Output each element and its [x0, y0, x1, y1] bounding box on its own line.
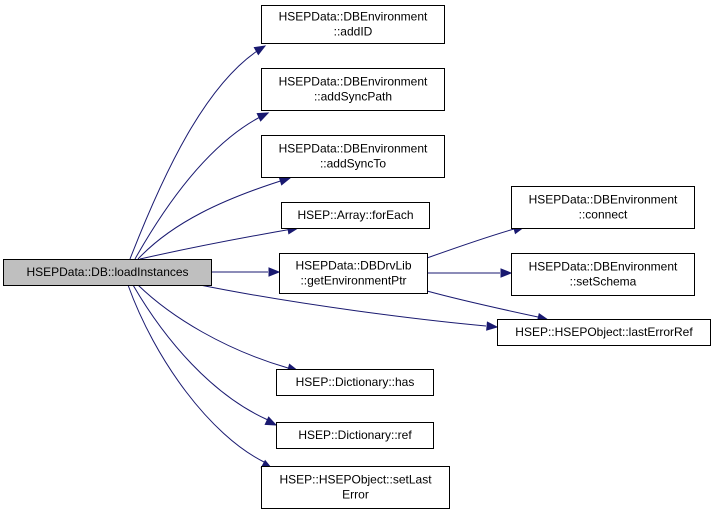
node-label: HSEPData::DBEnvironment — [529, 260, 678, 274]
edge-line — [129, 45, 266, 260]
edge-line — [137, 284, 289, 369]
node-label: ::addID — [334, 25, 373, 39]
node-label: Error — [342, 488, 369, 502]
arrowhead-icon — [253, 45, 267, 56]
node-box — [279, 253, 428, 294]
arrowhead-icon — [256, 112, 270, 122]
node-label: HSEP::HSEPObject::setLast — [279, 473, 432, 487]
edge-getEnvironmentPtr-to-setSchema — [427, 268, 513, 278]
function-node-ref[interactable]: HSEP::Dictionary::ref — [276, 422, 434, 449]
function-node-getEnvironmentPtr[interactable]: HSEPData::DBDrvLib::getEnvironmentPtr — [279, 253, 428, 294]
node-box — [276, 422, 434, 449]
node-label: HSEPData::DB::loadInstances — [26, 265, 188, 279]
node-box — [511, 186, 695, 229]
function-node-has[interactable]: HSEP::Dictionary::has — [276, 369, 434, 396]
function-node-lastErrorRef[interactable]: HSEP::HSEPObject::lastErrorRef — [497, 319, 711, 346]
node-label: HSEP::HSEPObject::lastErrorRef — [515, 325, 693, 339]
function-node-addID[interactable]: HSEPData::DBEnvironment::addID — [261, 5, 445, 44]
node-label: HSEP::Dictionary::has — [296, 375, 415, 389]
node-label: HSEPData::DBEnvironment — [279, 142, 428, 156]
nodes-layer: HSEPData::DB::loadInstances HSEPData::DBE… — [3, 5, 711, 509]
edge-line — [426, 228, 515, 259]
edge-line — [139, 227, 299, 260]
node-label: HSEPData::DBDrvLib — [295, 259, 411, 273]
edge-root-to-lastErrorRef — [199, 284, 499, 331]
node-box — [3, 259, 212, 286]
edge-root-to-setLastError — [127, 284, 274, 470]
edge-line — [132, 284, 269, 421]
node-box — [497, 319, 711, 346]
edge-root-to-addSyncTo — [137, 176, 292, 260]
node-label: ::addSyncPath — [314, 90, 392, 104]
node-box — [281, 202, 430, 229]
edge-line — [127, 284, 265, 463]
function-node-setSchema[interactable]: HSEPData::DBEnvironment::setSchema — [511, 253, 695, 296]
edge-root-to-forEach — [139, 225, 300, 260]
node-label: HSEPData::DBEnvironment — [279, 75, 428, 89]
node-label: HSEP::Array::forEach — [297, 208, 413, 222]
function-node-connect[interactable]: HSEPData::DBEnvironment::connect — [511, 186, 695, 229]
edge-line — [137, 177, 291, 260]
edge-line — [134, 112, 269, 260]
edge-line — [426, 290, 539, 318]
function-node-forEach[interactable]: HSEP::Array::forEach — [281, 202, 430, 229]
edge-root-to-addSyncPath — [134, 112, 270, 260]
root-function-node[interactable]: HSEPData::DB::loadInstances — [3, 259, 212, 286]
arrowhead-icon — [268, 267, 281, 277]
arrowhead-icon — [278, 176, 292, 186]
node-box — [261, 135, 445, 178]
node-label: ::setSchema — [570, 275, 637, 289]
function-node-addSyncTo[interactable]: HSEPData::DBEnvironment::addSyncTo — [261, 135, 445, 178]
function-node-addSyncPath[interactable]: HSEPData::DBEnvironment::addSyncPath — [261, 68, 445, 111]
node-box — [276, 369, 434, 396]
edge-line — [199, 284, 487, 327]
node-box — [261, 68, 445, 111]
node-label: HSEPData::DBEnvironment — [529, 193, 678, 207]
node-label: ::connect — [579, 208, 628, 222]
arrowhead-icon — [264, 416, 278, 426]
arrowhead-icon — [500, 268, 513, 278]
edge-getEnvironmentPtr-to-connect — [426, 225, 526, 259]
node-label: HSEP::Dictionary::ref — [298, 428, 412, 442]
edge-root-to-addID — [129, 45, 267, 260]
node-box — [261, 5, 445, 44]
node-label: ::addSyncTo — [320, 157, 386, 171]
arrowhead-icon — [486, 321, 499, 331]
edge-root-to-ref — [132, 284, 278, 426]
node-box — [261, 466, 450, 509]
node-label: ::getEnvironmentPtr — [300, 274, 406, 288]
edge-root-to-getEnvironmentPtr — [211, 267, 281, 277]
node-label: HSEPData::DBEnvironment — [279, 10, 428, 24]
node-box — [511, 253, 695, 296]
